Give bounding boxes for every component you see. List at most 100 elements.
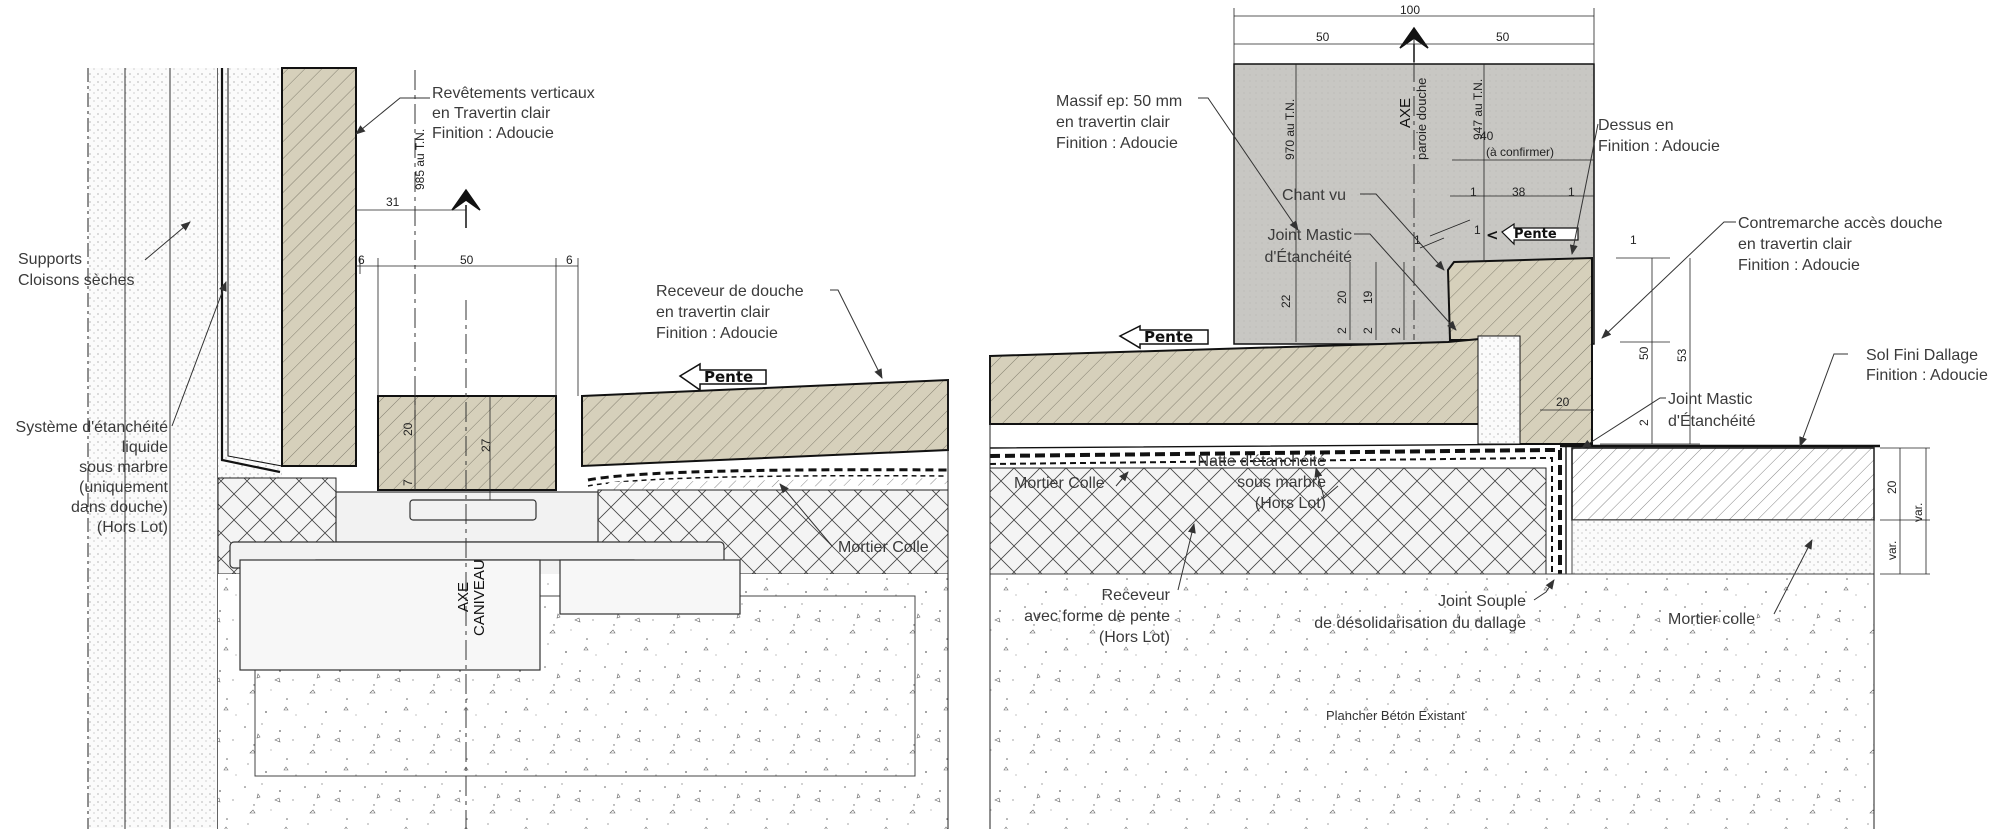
svg-text:en travertin clair: en travertin clair [1056, 114, 1170, 131]
svg-text:Natte d'étanchéité: Natte d'étanchéité [1198, 453, 1327, 470]
svg-text:Contremarche accès douche: Contremarche accès douche [1738, 215, 1943, 232]
dim-2-b: 2 [1361, 327, 1375, 334]
dim-970: 970 au T.N. [1283, 99, 1297, 160]
svg-text:en travertin clair: en travertin clair [656, 304, 770, 321]
label-plancher: Plancher Béton Existant [1326, 708, 1465, 723]
dim-2-c: 2 [1389, 327, 1403, 334]
dim-100: 100 [1400, 3, 1420, 17]
svg-text:sous marbre: sous marbre [79, 459, 168, 476]
left-section: 985 au T.N. 31 6 50 6 20 27 7 Pente AXE … [16, 67, 949, 829]
dim-50-a: 50 [1316, 30, 1330, 44]
dim-6-right: 6 [566, 253, 573, 267]
a-confirmer: (à confirmer) [1486, 145, 1554, 159]
dim-var-2: var. [1885, 541, 1899, 560]
dim-947: 947 au T.N. [1471, 79, 1485, 140]
svg-text:paroie douche: paroie douche [1414, 78, 1429, 160]
svg-text:(Hors Lot): (Hors Lot) [97, 519, 168, 536]
dim-40: 40 [1480, 129, 1494, 143]
dim-22: 22 [1279, 294, 1293, 308]
label-receveur: Receveur de douche en travertin clair Fi… [656, 283, 804, 342]
dim-31: 31 [386, 195, 400, 209]
svg-text:sous marbre: sous marbre [1237, 474, 1326, 491]
dim-38: 38 [1512, 185, 1526, 199]
svg-text:Système d'étanchéité: Système d'étanchéité [16, 419, 169, 436]
dim-1-c: 1 [1474, 223, 1481, 237]
dim-1-b: 1 [1568, 185, 1575, 199]
right-section: 100 50 50 970 au T.N. 947 au T.N. 40 (à … [989, 3, 1988, 829]
dim-19: 19 [1361, 290, 1375, 304]
vertical-cladding [281, 67, 357, 467]
label-dessus: Dessus en Finition : Adoucie [1598, 117, 1720, 155]
dim-var-1: var. [1911, 503, 1925, 522]
label-chant-vu: Chant vu [1282, 187, 1346, 204]
right-insulation-block [989, 467, 1547, 575]
axis-symbol-right [1399, 26, 1429, 62]
floor-tile [1571, 447, 1875, 521]
axe-caniveau-label: AXE CANIVEAU [455, 559, 488, 636]
svg-text:d'Étanchéité: d'Étanchéité [1264, 247, 1352, 266]
dim-20-c: 20 [1885, 480, 1899, 494]
axe-paroi-label: AXE paroie douche [1397, 78, 1429, 160]
dim-20-b: 20 [1556, 395, 1570, 409]
drain-grate [377, 395, 557, 491]
svg-text:Revêtements verticaux: Revêtements verticaux [432, 85, 595, 102]
svg-text:AXE: AXE [455, 582, 472, 612]
label-sol-fini: Sol Fini Dallage Finition : Adoucie [1866, 347, 1988, 384]
svg-text:Pente: Pente [1514, 227, 1557, 242]
svg-text:Cloisons sèches: Cloisons sèches [18, 272, 135, 289]
dim-20: 20 [1335, 290, 1349, 304]
svg-text:en Travertin clair: en Travertin clair [432, 105, 551, 122]
label-receveur-pente: Receveur avec forme de pente (Hors Lot) [1024, 587, 1171, 646]
svg-text:Supports: Supports [18, 251, 82, 268]
dim-7: 7 [401, 479, 415, 486]
svg-text:Finition : Adoucie: Finition : Adoucie [1866, 367, 1988, 384]
svg-text:dans douche): dans douche) [71, 499, 168, 516]
svg-text:Massif ep: 50 mm: Massif ep: 50 mm [1056, 93, 1182, 110]
shower-floor-slab [989, 336, 1519, 425]
label-mortier-colle-right: Mortier colle [1668, 611, 1755, 628]
svg-text:Finition : Adoucie: Finition : Adoucie [1738, 257, 1860, 274]
label-contremarche: Contremarche accès douche en travertin c… [1738, 215, 1943, 274]
label-etancheite: Système d'étanchéité liquide sous marbre… [16, 419, 169, 536]
svg-text:Finition : Adoucie: Finition : Adoucie [432, 125, 554, 142]
svg-text:liquide: liquide [122, 439, 168, 456]
label-natte: Natte d'étanchéité sous marbre (Hors Lot… [1198, 453, 1327, 512]
svg-text:(uniquement: (uniquement [79, 479, 169, 496]
pente-arrow-right-mid: Pente [1118, 324, 1209, 350]
waterproofing-layer [218, 68, 282, 478]
svg-text:(Hors Lot): (Hors Lot) [1099, 629, 1170, 646]
shower-tray-slab [581, 378, 949, 468]
svg-text:Joint Mastic: Joint Mastic [1668, 391, 1752, 408]
dim-53: 53 [1675, 348, 1689, 362]
svg-text:avec forme de pente: avec forme de pente [1024, 608, 1170, 625]
label-joint-mastic-top: Joint Mastic d'Étanchéité [1264, 227, 1352, 266]
dim-2-a: 2 [1335, 327, 1349, 334]
dim-50-b: 50 [1496, 30, 1510, 44]
label-mortier-colle-right-left: Mortier Colle [1014, 475, 1105, 492]
svg-text:d'Étanchéité: d'Étanchéité [1668, 411, 1756, 430]
label-joint-mastic-bottom: Joint Mastic d'Étanchéité [1668, 391, 1756, 430]
dim-50-v: 50 [1637, 346, 1651, 360]
dim-985: 985 au T.N. [413, 129, 427, 190]
svg-text:Joint Mastic: Joint Mastic [1268, 227, 1352, 244]
svg-text:en travertin clair: en travertin clair [1738, 236, 1852, 253]
svg-text:Sol Fini Dallage: Sol Fini Dallage [1866, 347, 1978, 364]
svg-text:Joint Souple: Joint Souple [1438, 593, 1526, 610]
svg-text:Finition : Adoucie: Finition : Adoucie [656, 325, 778, 342]
svg-text:CANIVEAU: CANIVEAU [471, 559, 488, 636]
partition-wall [88, 68, 218, 828]
svg-text:Pente: Pente [704, 368, 753, 386]
dim-50: 50 [460, 253, 474, 267]
svg-text:de désolidarisation du dallage: de désolidarisation du dallage [1314, 615, 1526, 632]
dim-2-d: 2 [1637, 419, 1651, 426]
svg-text:Pente: Pente [1144, 328, 1193, 346]
dim-20: 20 [401, 422, 415, 436]
label-supports: Supports Cloisons sèches [18, 251, 135, 289]
label-revetements: Revêtements verticaux en Travertin clair… [432, 85, 595, 142]
svg-text:(Hors Lot): (Hors Lot) [1255, 495, 1326, 512]
dim-1-e: 1 [1630, 233, 1637, 247]
dim-27: 27 [479, 438, 493, 452]
dim-1-a: 1 [1470, 185, 1477, 199]
right-concrete-slab [990, 574, 1874, 829]
